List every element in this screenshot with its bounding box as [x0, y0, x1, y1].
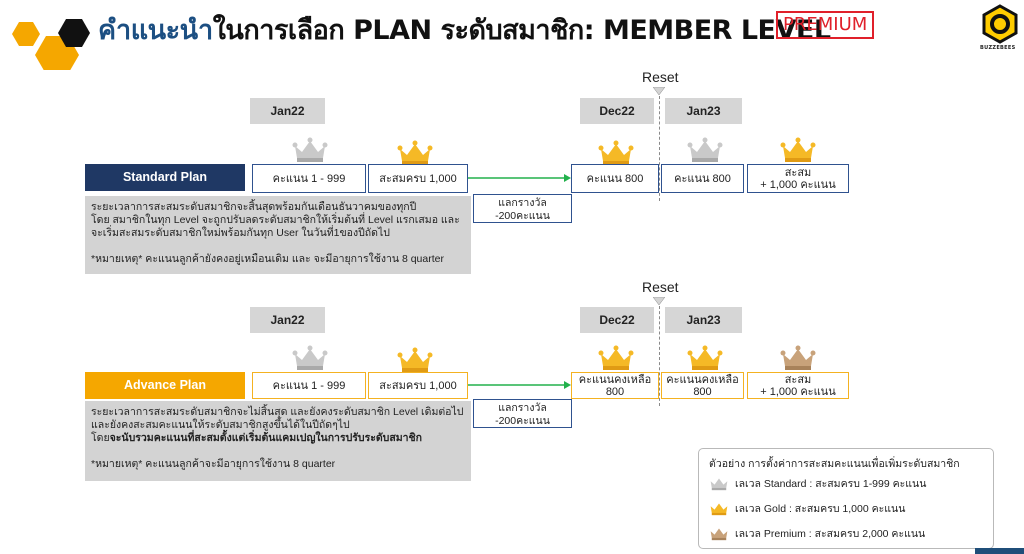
month-label: Jan22	[250, 98, 325, 124]
desc-line: ระยะเวลาการสะสมระดับสมาชิกจะสิ้นสุดพร้อม…	[91, 201, 417, 213]
standard-plan-label: Standard Plan	[85, 164, 245, 191]
silver-crown-icon	[710, 478, 728, 491]
gold-crown-icon	[780, 137, 816, 162]
points-cell: คะแนน 800	[571, 164, 659, 193]
desc-line: ระยะเวลาการสะสมระดับสมาชิกจะไม่สิ้นสุด แ…	[91, 406, 464, 418]
cell-line: สะสม	[784, 166, 812, 179]
month-label: Jan23	[665, 307, 742, 333]
flow-arrow	[468, 174, 571, 182]
silver-crown-icon	[292, 137, 328, 162]
desc-line: โดย สมาชิกในทุก Level จะถูกปรับลดระดับสม…	[91, 214, 460, 226]
legend-item-label: เลเวล Standard : สะสมครบ 1-999 คะแนน	[735, 478, 927, 490]
points-cell: คะแนน 800	[661, 164, 744, 193]
cell-line: 800	[693, 385, 712, 398]
reset-marker-icon	[653, 297, 665, 306]
gold-crown-icon	[397, 347, 433, 372]
cell-line: คะแนนคงเหลือ	[578, 373, 652, 386]
points-cell: สะสมครบ 1,000	[368, 372, 468, 399]
points-cell: สะสมครบ 1,000	[368, 164, 468, 193]
gold-crown-icon	[397, 140, 433, 165]
gold-crown-icon	[710, 503, 728, 516]
premium-crown-icon	[710, 528, 728, 541]
desc-note: *หมายเหตุ* คะแนนลูกค้าจะมีอายุการใช้งาน …	[91, 458, 336, 470]
points-cell: คะแนนคงเหลือ 800	[661, 372, 744, 399]
header-decoration	[12, 19, 90, 70]
month-label: Dec22	[580, 98, 654, 124]
desc-note: *หมายเหตุ* คะแนนลูกค้ายังคงอยู่เหมือนเดิ…	[91, 253, 444, 265]
silver-crown-icon	[292, 345, 328, 370]
reset-divider	[659, 306, 660, 406]
month-label: Jan23	[665, 98, 742, 124]
page-title: คำแนะนำในการเลือก PLAN ระดับสมาชิก: MEMB…	[98, 15, 831, 46]
legend-item: เลเวล Premium : สะสมครบ 2,000 คะแนน	[709, 525, 925, 542]
reset-marker-icon	[653, 87, 665, 96]
cell-line: + 1,000 คะแนน	[760, 385, 836, 398]
gold-crown-icon	[598, 140, 634, 165]
gold-crown-icon	[687, 345, 723, 370]
advance-plan-label: Advance Plan	[85, 372, 245, 399]
advance-description: ระยะเวลาการสะสมระดับสมาชิกจะไม่สิ้นสุด แ…	[85, 401, 471, 481]
redeem-line: -200คะแนน	[495, 415, 550, 427]
points-cell: คะแนน 1 - 999	[252, 372, 366, 399]
redeem-box: แลกรางวัล -200คะแนน	[473, 194, 572, 223]
legend-box: ตัวอย่าง การตั้งค่าการสะสมคะแนนเพื่อเพิ่…	[698, 448, 994, 549]
legend-title: ตัวอย่าง การตั้งค่าการสะสมคะแนนเพื่อเพิ่…	[709, 458, 960, 470]
desc-line: และยังคงสะสมคะแนนให้ระดับสมาชิกสูงขึ้นได…	[91, 419, 350, 431]
silver-crown-icon	[687, 137, 723, 162]
legend-item: เลเวล Gold : สะสมครบ 1,000 คะแนน	[709, 500, 905, 517]
desc-line: จะเริ่มสะสมระดับสมาชิกใหม่พร้อมกันทุก Us…	[91, 227, 390, 239]
month-label: Jan22	[250, 307, 325, 333]
logo-text: BUZZEBEES	[980, 45, 1016, 51]
points-cell: สะสม + 1,000 คะแนน	[747, 372, 849, 399]
page-corner-bar	[975, 548, 1024, 554]
premium-tag: PREMIUM	[776, 11, 875, 39]
month-label: Dec22	[580, 307, 654, 333]
legend-item-label: เลเวล Premium : สะสมครบ 2,000 คะแนน	[735, 528, 926, 540]
points-cell: คะแนนคงเหลือ 800	[571, 372, 659, 399]
cell-line: 800	[605, 385, 625, 398]
redeem-line: แลกรางวัล	[498, 197, 547, 209]
redeem-box: แลกรางวัล -200คะแนน	[473, 399, 572, 428]
flow-arrow	[468, 381, 571, 389]
reset-divider	[659, 96, 660, 201]
premium-crown-icon	[780, 345, 816, 370]
points-cell: สะสม + 1,000 คะแนน	[747, 164, 849, 193]
cell-line: คะแนนคงเหลือ	[666, 373, 739, 386]
redeem-line: แลกรางวัล	[498, 402, 547, 414]
legend-item-label: เลเวล Gold : สะสมครบ 1,000 คะแนน	[735, 503, 906, 515]
redeem-line: -200คะแนน	[495, 210, 550, 222]
desc-line: โดยจะนับรวมคะแนนที่สะสมตั้งแต่เริ่มต้นแค…	[91, 432, 423, 444]
reset-label: Reset	[642, 69, 679, 85]
legend-item: เลเวล Standard : สะสมครบ 1-999 คะแนน	[709, 475, 926, 492]
gold-crown-icon	[598, 345, 634, 370]
cell-line: + 1,000 คะแนน	[760, 178, 836, 191]
points-cell: คะแนน 1 - 999	[252, 164, 366, 193]
reset-label: Reset	[642, 279, 679, 295]
cell-line: สะสม	[784, 373, 812, 386]
buzzebees-logo	[982, 4, 1018, 44]
standard-description: ระยะเวลาการสะสมระดับสมาชิกจะสิ้นสุดพร้อม…	[85, 196, 471, 274]
